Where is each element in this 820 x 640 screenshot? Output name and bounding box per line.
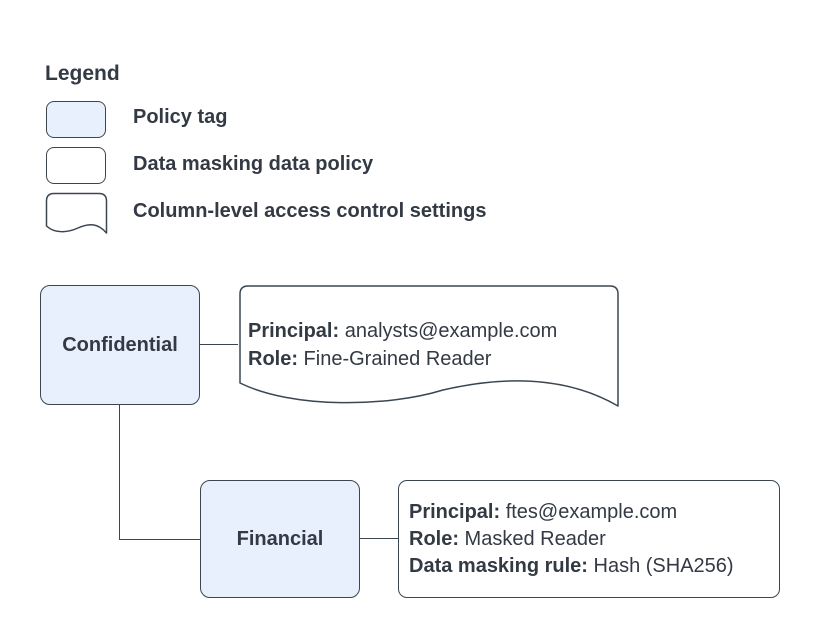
connector-confidential-to-settings [200, 344, 238, 345]
policy-line-principal: Principal: ftes@example.com [409, 501, 678, 523]
policy-tag-swatch [46, 101, 106, 138]
financial-policy-text: Principal: ftes@example.com Role: Masked… [409, 499, 734, 580]
column-access-settings-shape [239, 285, 619, 407]
connector-financial-to-policy [360, 538, 398, 539]
settings-line-principal: Principal: analysts@example.com [248, 320, 558, 342]
policy-line-role: Role: Masked Reader [409, 528, 606, 550]
policy-tag-label-financial: Financial [236, 527, 324, 550]
data-policy-swatch [46, 147, 106, 184]
legend-label-policy-tag: Policy tag [133, 106, 228, 128]
policy-tag-node-financial: Financial [200, 480, 360, 598]
connector-confidential-to-financial [119, 405, 200, 540]
settings-line-role: Role: Fine-Grained Reader [248, 348, 492, 370]
policy-line-masking-rule: Data masking rule: Hash (SHA256) [409, 555, 734, 577]
policy-tag-node-confidential: Confidential [40, 285, 200, 405]
legend-label-column-access: Column-level access control settings [133, 200, 487, 222]
policy-tag-label-confidential: Confidential [62, 333, 178, 356]
confidential-settings-text: Principal: analysts@example.com Role: Fi… [248, 317, 557, 373]
data-masking-policy-shape [398, 480, 780, 598]
column-access-settings-swatch [45, 192, 108, 234]
legend-title: Legend [45, 62, 120, 85]
legend-label-data-policy: Data masking data policy [133, 153, 374, 175]
